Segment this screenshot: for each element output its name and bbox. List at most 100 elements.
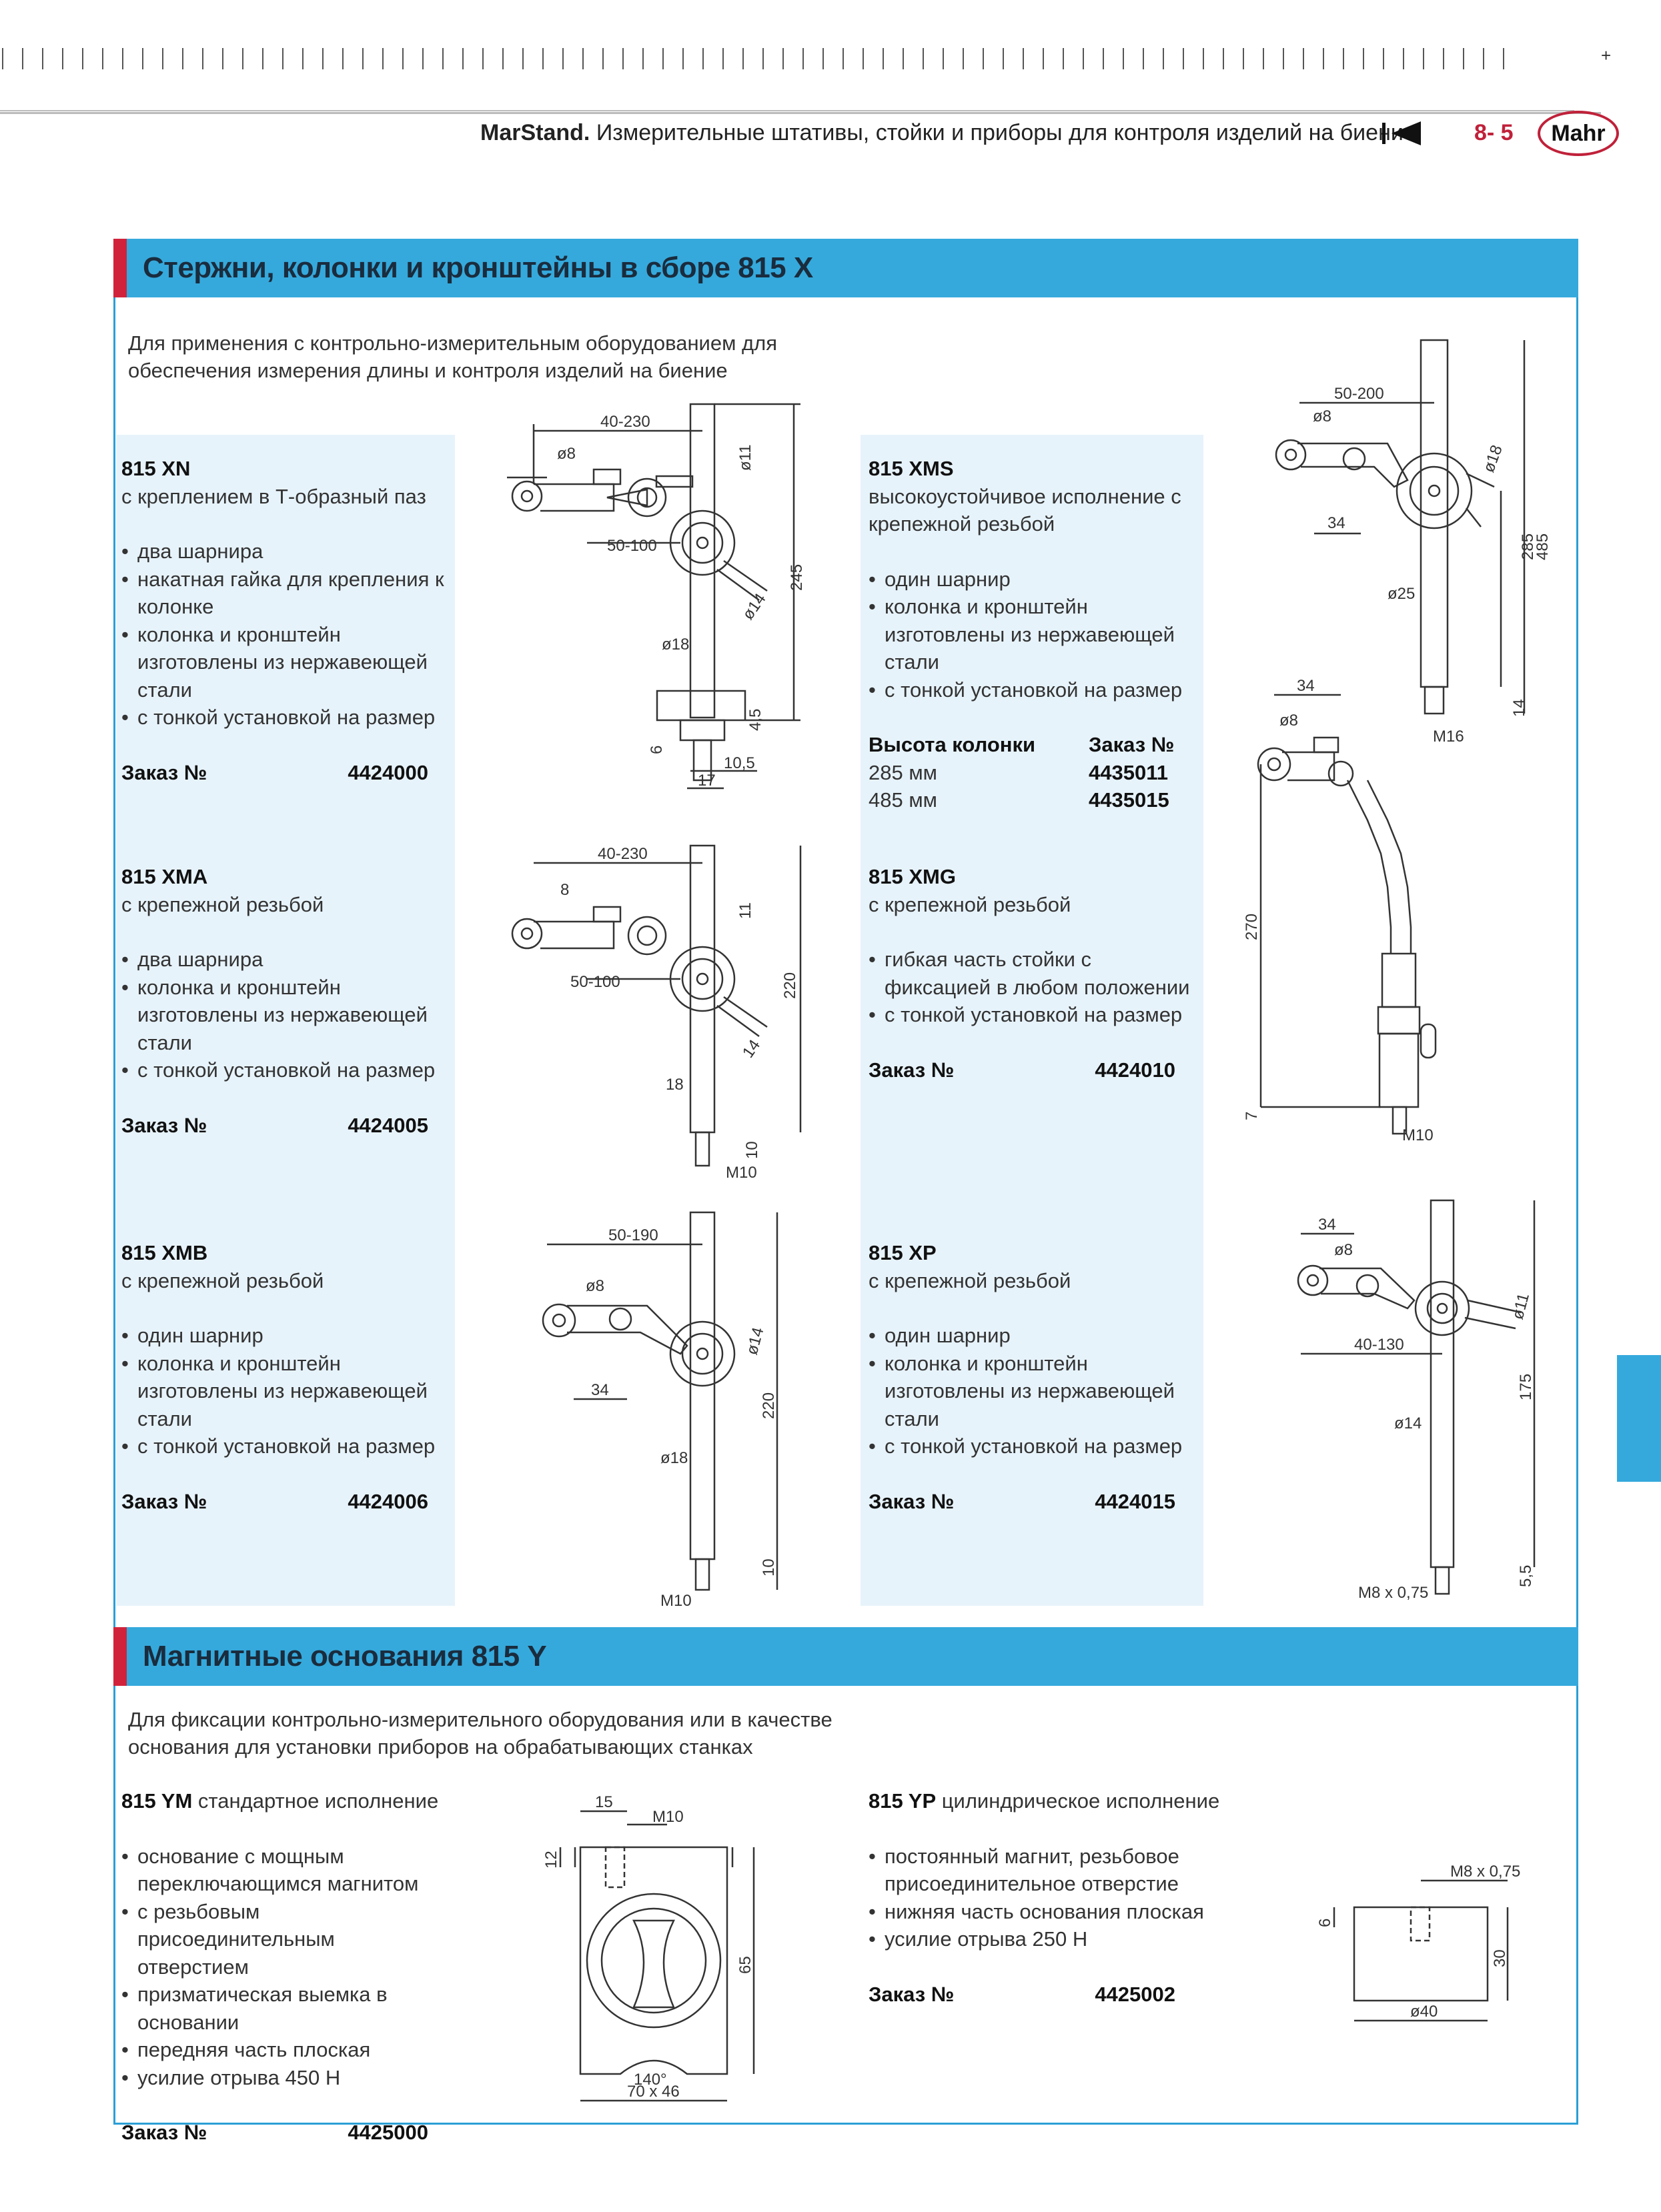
dim-label: 70 x 46 <box>627 2083 680 2101</box>
product-xp: 815 XP с крепежной резьбой один шарнир к… <box>869 1239 1202 1515</box>
header-title-text: Измерительные штативы, стойки и приборы … <box>596 120 1416 145</box>
order-number[interactable]: 4424006 <box>348 1489 428 1513</box>
product-desc: с креплением в Т-образный паз <box>121 484 426 508</box>
order-number[interactable]: 4425000 <box>348 2121 428 2144</box>
order-label: Заказ № <box>869 1982 955 2006</box>
dim-label: 34 <box>1297 677 1315 695</box>
drawing-xn: 40-230 ø8 ø11 50-100 245 ø14 ø18 4,5 6 1… <box>507 403 806 790</box>
dim-label: 485 <box>1534 533 1552 560</box>
product-desc: цилиндрическое исполнение <box>941 1789 1220 1813</box>
feature-list: один шарнир колонка и кронштейн изготовл… <box>869 1322 1202 1460</box>
dim-label: M10 <box>652 1808 684 1826</box>
dim-label: ø8 <box>1279 712 1298 730</box>
intro-line: Для фиксации контрольно-измерительного о… <box>128 1708 833 1731</box>
product-code: 815 XMB <box>121 1241 208 1264</box>
product-code: 815 XMG <box>869 865 956 888</box>
dim-label: 50-190 <box>608 1226 658 1244</box>
page-number: 8- 5 <box>1474 120 1514 145</box>
order-number[interactable]: 4435015 <box>1089 788 1169 812</box>
header-brand: MarStand. <box>480 120 590 145</box>
dim-label: 10 <box>760 1558 778 1576</box>
feature-item: с резьбовым присоединительным отверстием <box>121 1898 442 1981</box>
order-label: Заказ № <box>121 2121 207 2144</box>
section-bar-magnetic: Магнитные основания 815 Y <box>113 1627 1578 1686</box>
feature-item: гибкая часть стойки с фиксацией в любом … <box>869 946 1202 1001</box>
feature-list: гибкая часть стойки с фиксацией в любом … <box>869 946 1202 1029</box>
dim-label: 50-100 <box>607 537 657 555</box>
feature-list: один шарнир колонка и кронштейн изготовл… <box>869 566 1202 704</box>
section-intro-rods: Для применения с контрольно-измерительны… <box>128 329 777 384</box>
feature-item: постоянный магнит, резьбовое присоединит… <box>869 1843 1215 1898</box>
dim-label: ø18 <box>662 636 689 654</box>
order-label: Заказ № <box>121 1113 207 1137</box>
feature-item: усилие отрыва 250 Н <box>869 1925 1215 1953</box>
product-xms: 815 XMS высокоустойчивое исполнение с кр… <box>869 455 1202 814</box>
feature-item: с тонкой установкой на размер <box>121 704 455 732</box>
order-number[interactable]: 4424010 <box>1095 1058 1175 1082</box>
height-value: 485 мм <box>869 788 937 812</box>
product-desc: с крепежной резьбой <box>121 1268 324 1292</box>
feature-item: с тонкой установкой на размер <box>869 676 1202 704</box>
order-row: Заказ № 4424005 <box>121 1112 428 1140</box>
order-number[interactable]: 4435011 <box>1089 760 1168 784</box>
drawing-xms: 50-200 ø8 ø18 34 285 485 ø25 14 M16 <box>1275 339 1552 746</box>
drawing-xmb: 50-190 ø8 ø14 34 220 ø18 10 M10 <box>542 1211 778 1610</box>
mahr-logo: Mahr <box>1538 111 1619 156</box>
dim-label: 11 <box>736 902 754 919</box>
dim-label: 50-200 <box>1334 385 1384 403</box>
feature-list: два шарнира колонка и кронштейн изготовл… <box>121 946 455 1084</box>
dim-label: M8 x 0,75 <box>1450 1863 1520 1881</box>
intro-line: Для применения с контрольно-измерительны… <box>128 331 778 355</box>
feature-list: основание с мощным переключающимся магни… <box>121 1843 442 2092</box>
product-desc: с крепежной резьбой <box>869 892 1071 916</box>
feature-item: колонка и кронштейн изготовлены из нержа… <box>121 974 455 1057</box>
dim-label: 34 <box>591 1381 609 1399</box>
order-label: Заказ № <box>121 1489 207 1513</box>
product-code: 815 YP <box>869 1789 937 1813</box>
dim-label: 34 <box>1327 514 1345 532</box>
drawing-yp: M8 x 0,75 6 30 ø40 <box>1316 1863 1520 2022</box>
dim-label: 17 <box>698 772 716 790</box>
dim-label: 12 <box>542 1851 560 1869</box>
dim-label: ø14 <box>1394 1414 1422 1432</box>
chapter-tab[interactable] <box>1617 1355 1661 1482</box>
feature-list: постоянный магнит, резьбовое присоединит… <box>869 1843 1215 1953</box>
feature-item: передняя часть плоская <box>121 2036 442 2064</box>
dim-label: 220 <box>781 972 799 999</box>
header-title: MarStand. Измерительные штативы, стойки … <box>480 117 1416 148</box>
intro-line: обеспечения измерения длины и контроля и… <box>128 359 728 382</box>
height-header: Высота колонки <box>869 733 1036 756</box>
back-arrow-icon[interactable] <box>1381 119 1422 148</box>
dim-label: ø8 <box>557 445 576 463</box>
dim-label: 140° <box>634 2071 667 2089</box>
order-number[interactable]: 4424015 <box>1095 1489 1175 1513</box>
crop-mark: + <box>1601 45 1612 65</box>
order-number[interactable]: 4425002 <box>1095 1982 1175 2006</box>
section-heading: Магнитные основания 815 Y <box>143 1640 547 1673</box>
section-heading: Стержни, колонки и кронштейны в сборе 81… <box>143 251 813 284</box>
product-xma: 815 XMA с крепежной резьбой два шарнира … <box>121 863 455 1139</box>
dim-label: M10 <box>660 1592 692 1610</box>
dim-label: ø11 <box>736 444 754 471</box>
height-value: 285 мм <box>869 760 937 784</box>
order-number[interactable]: 4424000 <box>348 760 428 784</box>
dim-label: 175 <box>1517 1374 1535 1400</box>
order-number[interactable]: 4424005 <box>348 1113 428 1137</box>
dim-label: 34 <box>1318 1216 1336 1234</box>
product-desc: стандартное исполнение <box>197 1789 439 1813</box>
dim-label: ø18 <box>1480 443 1506 475</box>
feature-item: призматическая выемка в основании <box>121 1981 442 2036</box>
product-xmg: 815 XMG с крепежной резьбой гибкая часть… <box>869 863 1202 1084</box>
dim-label: ø8 <box>1334 1241 1353 1259</box>
product-xn: 815 XN с креплением в Т-образный паз два… <box>121 455 455 786</box>
feature-item: колонка и кронштейн изготовлены из нержа… <box>121 621 455 704</box>
dim-label: 7 <box>1243 1112 1261 1120</box>
feature-item: колонка и кронштейн изготовлены из нержа… <box>121 1350 455 1433</box>
order-row: Заказ № 4424015 <box>869 1488 1175 1516</box>
product-ym: 815 YM стандартное исполнение основание … <box>121 1787 468 2147</box>
order-label: Заказ № <box>869 1489 955 1513</box>
dim-label: ø8 <box>1313 407 1331 425</box>
feature-item: с тонкой установкой на размер <box>869 1432 1202 1460</box>
dim-label: 40-130 <box>1354 1336 1404 1354</box>
dim-label: 220 <box>760 1392 778 1419</box>
